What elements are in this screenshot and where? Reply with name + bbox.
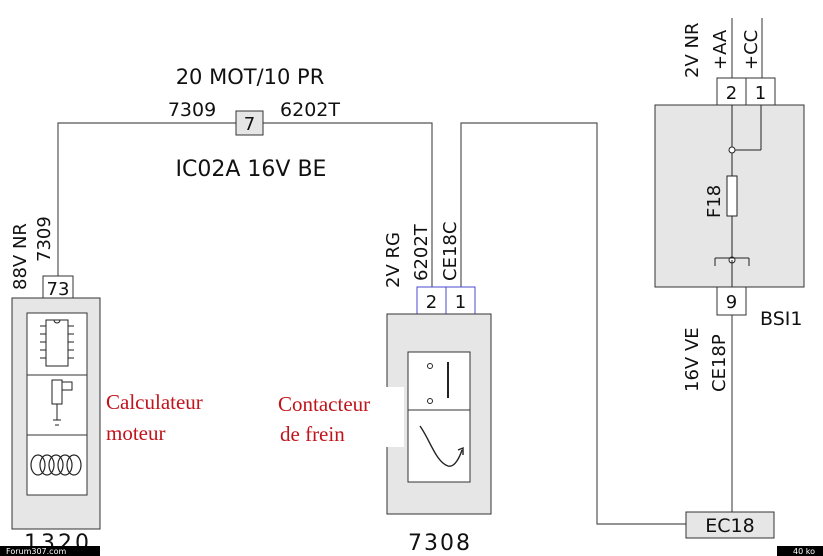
brake-switch-7308: 2V RG 6202T CE18C 2 1 7308 xyxy=(383,222,492,556)
bsi-pin-1: 1 xyxy=(755,83,766,104)
footer-bar-right xyxy=(777,546,823,556)
top-label: 20 MOT/10 PR xyxy=(176,65,325,89)
brake-pin-1: 1 xyxy=(455,292,466,313)
bsi-ref: BSI1 xyxy=(760,308,802,330)
cable-label: IC02A 16V BE xyxy=(176,157,327,182)
bsi-pin-2: 2 xyxy=(726,83,737,104)
footer-right: 40 ko xyxy=(793,547,815,556)
bsi1: 2V NR +AA +CC 2 1 F18 9 BSI1 16V VE CE18… xyxy=(654,23,805,392)
bsi-internal-wiring xyxy=(714,105,762,287)
brake-panel-1 xyxy=(407,351,471,411)
switch-icon xyxy=(427,362,449,404)
wire-right-code: 6202T xyxy=(280,99,340,121)
ecu-caption-line2: moteur xyxy=(106,421,165,445)
coil-icon xyxy=(30,454,82,476)
ecu-pin: 73 xyxy=(47,279,70,300)
brake-caption-bg xyxy=(274,387,404,447)
ecu-caption-line1: Calculateur xyxy=(106,390,203,414)
brake-caption-line1: Contacteur xyxy=(278,392,370,416)
ecu-wire-label-2: 7309 xyxy=(34,216,55,262)
chip-icon xyxy=(40,319,74,367)
brake-wire-label-1: 2V RG xyxy=(383,232,404,288)
injector-icon xyxy=(51,379,73,426)
ecu-panel-3 xyxy=(26,434,88,496)
wire-brake-to-ec18 xyxy=(460,122,686,525)
ec18-box xyxy=(685,511,775,539)
ecu-1320: 88V NR 7309 73 xyxy=(10,216,101,556)
brake-pin-2: 2 xyxy=(426,292,437,313)
wire-left-code: 7309 xyxy=(168,99,216,121)
footer-left: Forum307.com xyxy=(6,547,66,556)
bsi-wire-top-1: 2V NR xyxy=(682,23,703,78)
bsi-wire-bottom-1: 16V VE xyxy=(682,327,703,392)
footer-bar xyxy=(0,546,100,556)
connector-7: 7 xyxy=(244,114,255,135)
pedal-icon xyxy=(419,425,464,467)
bsi-wire-top-3: +CC xyxy=(741,30,762,70)
bsi-wire-top-2: +AA xyxy=(710,29,731,70)
ecu-wire-label-1: 88V NR xyxy=(10,223,31,290)
connector-7-box xyxy=(235,110,264,136)
brake-wire-label-3: CE18C xyxy=(440,222,461,281)
brake-ref: 7308 xyxy=(408,531,472,556)
brake-wire-label-2: 6202T xyxy=(411,223,432,281)
bsi-fuse: F18 xyxy=(704,185,725,218)
brake-panel-2 xyxy=(407,409,471,483)
connector-ec18: EC18 xyxy=(705,515,754,537)
wire-ecu-to-brake xyxy=(57,122,433,287)
bsi-wire-bottom-2: CE18P xyxy=(709,334,730,392)
bsi-pin-9: 9 xyxy=(726,292,737,313)
bsi-pin-9-box xyxy=(716,286,747,316)
brake-caption-line2: de frein xyxy=(280,422,345,446)
